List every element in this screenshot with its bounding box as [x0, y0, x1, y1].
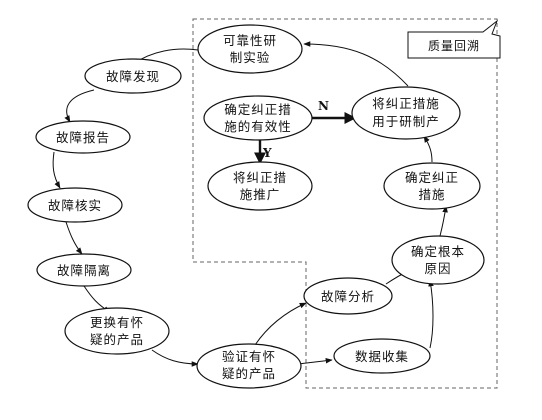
node-discover: 故障发现	[84, 58, 182, 94]
node-collect-line-1: 数据收集	[355, 349, 409, 364]
nodes: 故障发现 故障报告 故障核实 故障隔离 更换有怀 疑的产品 验证有怀 疑的产品 …	[27, 24, 485, 389]
node-reliability-line-2: 制实验	[230, 50, 271, 65]
node-corrective: 确定纠正 措施	[383, 162, 481, 210]
node-verify: 故障核实	[27, 187, 123, 223]
node-report-line-1: 故障报告	[56, 130, 110, 145]
node-applydev: 将纠正措施 用于研制产	[351, 86, 461, 140]
node-rootcause-line-1: 确定根本	[411, 244, 465, 259]
callout-box	[407, 19, 501, 59]
edge-validate-to-analysis	[254, 302, 307, 346]
node-replace: 更换有怀 疑的产品	[64, 307, 170, 355]
edge-discover-to-report	[64, 89, 95, 123]
node-effective-line-2: 施的有效性	[224, 119, 292, 134]
node-promote: 将纠正措 施推广	[207, 161, 313, 211]
node-replace-line-1: 更换有怀	[90, 315, 144, 330]
edge-label-yes: Y	[262, 146, 272, 160]
node-isolate: 故障隔离	[36, 253, 132, 287]
node-validate: 验证有怀 疑的产品	[196, 343, 302, 389]
node-replace-line-2: 疑的产品	[90, 332, 144, 347]
node-applydev-line-2: 用于研制产	[372, 114, 440, 129]
node-discover-line-1: 故障发现	[106, 69, 160, 84]
edge-report-to-verify	[52, 151, 61, 189]
node-isolate-line-1: 故障隔离	[57, 263, 111, 278]
node-effective-line-1: 确定纠正措	[224, 102, 292, 117]
edge-applydev-to-reliability	[303, 41, 409, 87]
node-reliability: 可靠性研 制实验	[197, 24, 303, 74]
node-effective: 确定纠正措 施的有效性	[203, 95, 313, 141]
edge-rootcause-to-corrective	[439, 205, 448, 237]
edge-label-no: N	[318, 99, 329, 113]
node-analysis-line-1: 故障分析	[321, 289, 375, 304]
node-promote-line-2: 施推广	[240, 187, 281, 202]
node-rootcause: 确定根本 原因	[391, 235, 485, 285]
edge-replace-to-validate	[151, 349, 199, 367]
node-analysis: 故障分析	[303, 277, 393, 315]
node-collect: 数据收集	[333, 338, 431, 374]
callout-label: 质量回溯	[428, 38, 480, 53]
node-corrective-line-2: 措施	[418, 187, 445, 202]
node-validate-line-1: 验证有怀	[222, 349, 276, 364]
edge-verify-to-isolate	[65, 221, 83, 255]
node-reliability-line-1: 可靠性研	[223, 33, 277, 48]
quality-tracing-callout: 质量回溯	[407, 19, 501, 59]
node-applydev-line-1: 将纠正措施	[372, 96, 440, 111]
edge-validate-to-collect	[297, 357, 333, 365]
edge-collect-to-rootcause	[428, 279, 434, 349]
node-promote-line-1: 将纠正措	[233, 170, 287, 185]
quality-tracing-region	[192, 18, 498, 389]
edges: N Y	[52, 41, 448, 367]
node-corrective-line-1: 确定纠正	[405, 170, 459, 185]
node-verify-line-1: 故障核实	[48, 198, 102, 213]
node-rootcause-line-2: 原因	[424, 261, 451, 276]
edge-corrective-to-applydev	[423, 135, 433, 163]
node-report: 故障报告	[35, 120, 131, 154]
node-validate-line-2: 疑的产品	[222, 366, 276, 381]
